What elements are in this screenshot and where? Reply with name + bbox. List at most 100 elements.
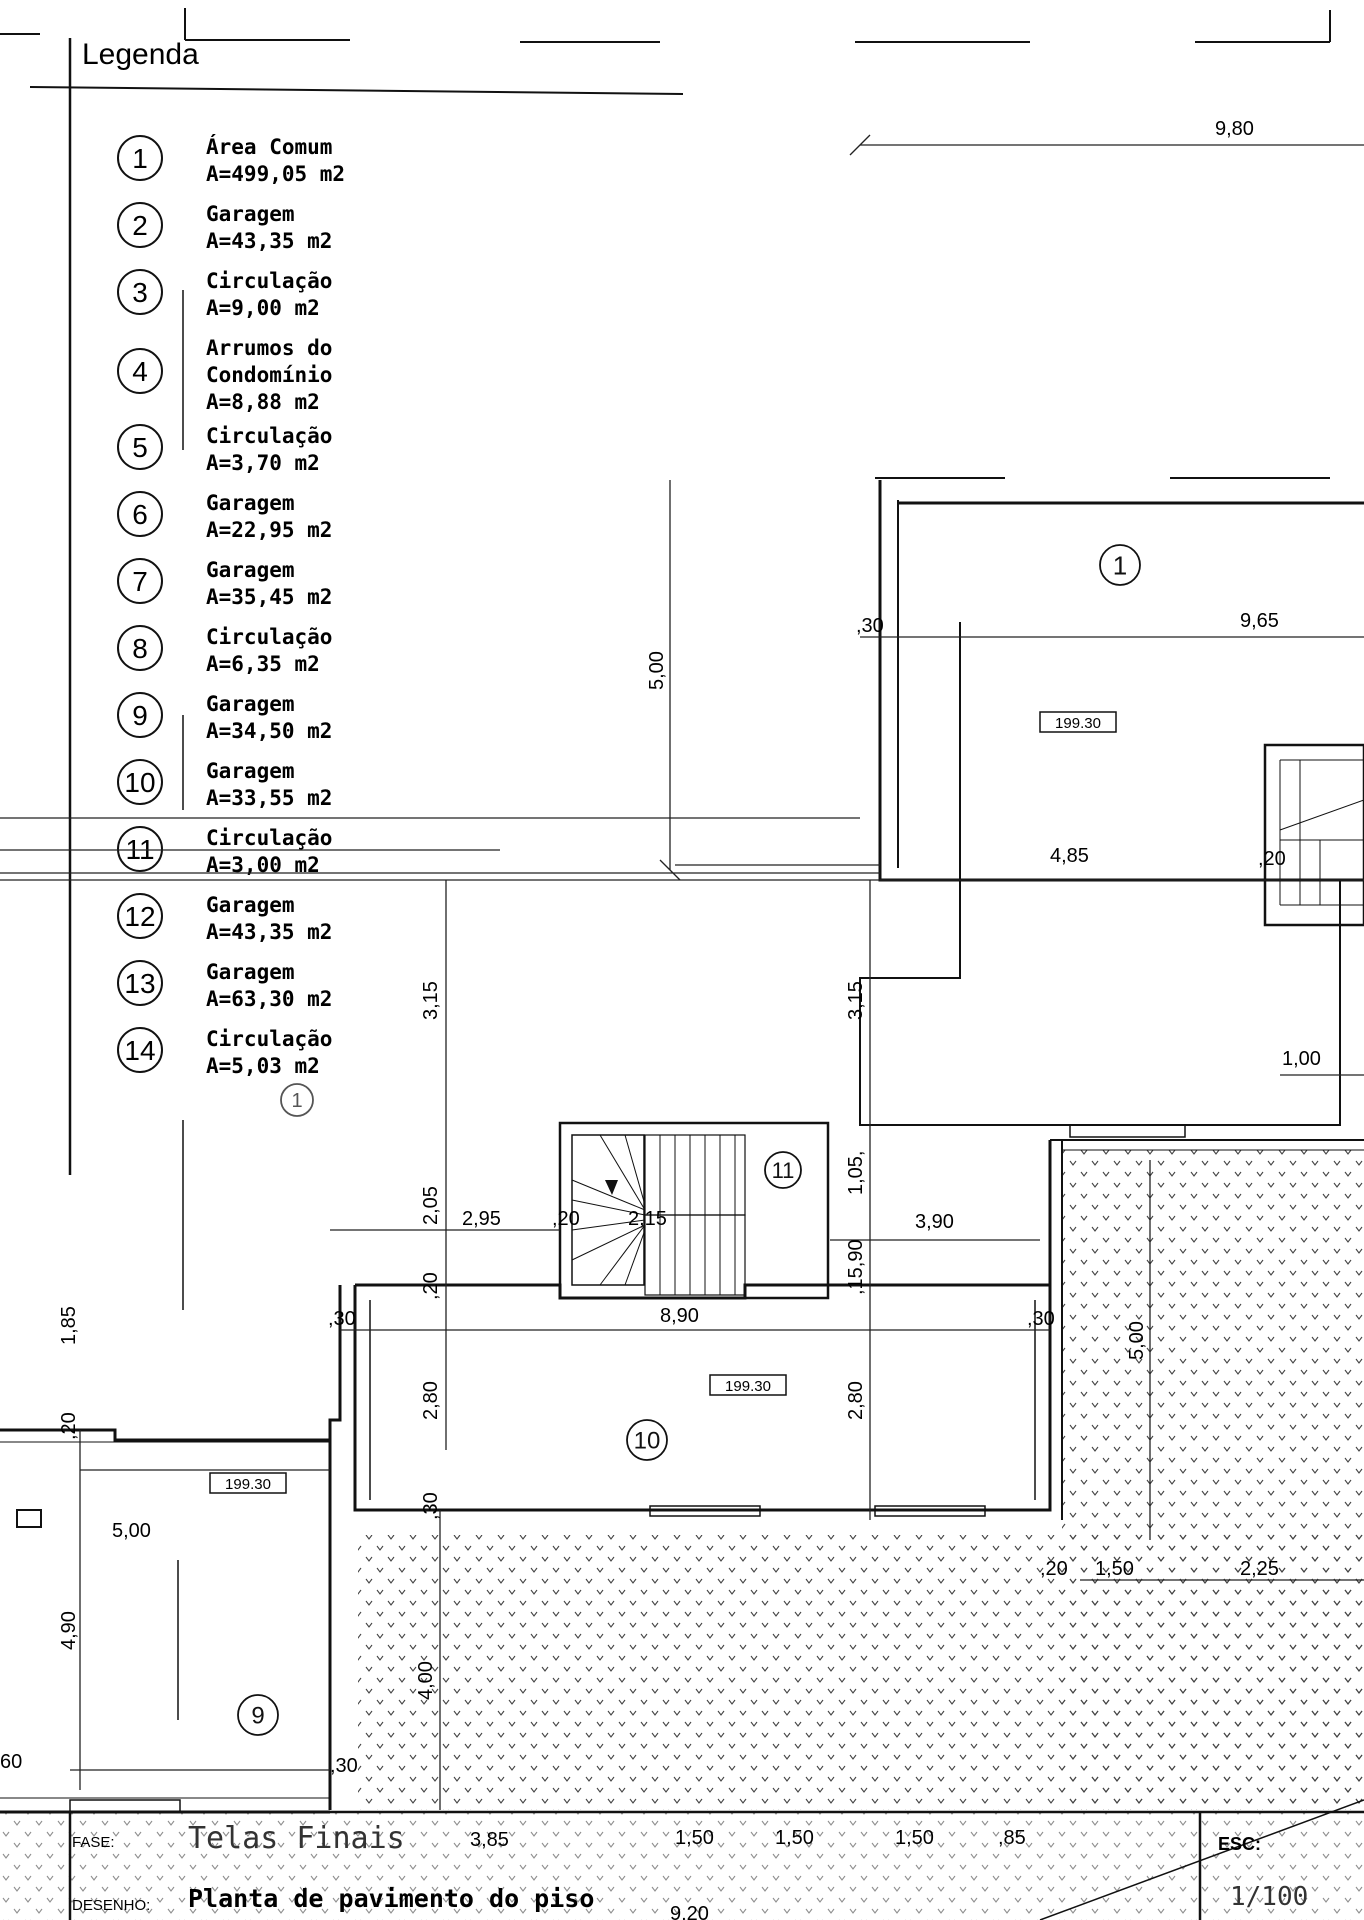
legend-name: Área Comum bbox=[206, 134, 332, 159]
legend-number-circle bbox=[117, 1027, 163, 1073]
legend-number: 7 bbox=[132, 566, 148, 597]
legend-title: Legenda bbox=[82, 38, 199, 71]
legend-name: Garagem bbox=[206, 893, 295, 917]
dimension-label: ,30 bbox=[856, 615, 884, 637]
legend-frame bbox=[29, 38, 684, 1310]
title-block: FASE: Telas Finais DESENHO: Planta de pa… bbox=[72, 1821, 1308, 1914]
level-tag-box bbox=[1039, 711, 1117, 733]
legend-number-circle bbox=[117, 135, 163, 181]
dimension-label: ,20 bbox=[552, 1208, 580, 1230]
dimension-label: ,15,90 bbox=[845, 1239, 867, 1295]
fase-label: FASE: bbox=[72, 1834, 115, 1851]
legend-number-circle bbox=[117, 269, 163, 315]
legend-area: A=35,45 m2 bbox=[206, 585, 332, 609]
legend-number: 2 bbox=[132, 210, 148, 241]
legend-name: Garagem bbox=[206, 960, 295, 984]
legend-number-circle bbox=[117, 625, 163, 671]
dimension-label: 3,85 bbox=[470, 1829, 509, 1851]
level-tag: 199.30 bbox=[1039, 711, 1117, 733]
dimension-label: 5,00 bbox=[112, 1520, 151, 1542]
level-tags: 199.30 199.30 199.30 bbox=[209, 711, 1117, 1494]
dimension-label: 2,15 bbox=[628, 1208, 667, 1230]
legend-number-circle bbox=[117, 491, 163, 537]
dimension-label: 2,25 bbox=[1240, 1558, 1279, 1580]
dimension-label: ,30 bbox=[1027, 1308, 1055, 1330]
legend-area: A=33,55 m2 bbox=[206, 786, 332, 810]
dimension-lines bbox=[0, 134, 1364, 1810]
legend-number: 10 bbox=[124, 767, 155, 798]
legend-name: Circulação bbox=[206, 625, 332, 649]
legend-number: 5 bbox=[132, 432, 148, 463]
dimension-label: 4,85 bbox=[1050, 845, 1089, 867]
level-tag-box bbox=[209, 1472, 287, 1494]
legend-number-circle bbox=[117, 348, 163, 394]
room-number-tag: 11 bbox=[764, 1151, 802, 1189]
legend-area: A=34,50 m2 bbox=[206, 719, 332, 743]
legend-name: Circulação bbox=[206, 269, 332, 293]
dimension-label: 9,65 bbox=[1240, 610, 1279, 632]
legend-name: Garagem bbox=[206, 202, 295, 226]
desenho-label: DESENHO: bbox=[72, 1897, 150, 1914]
room-number-tag: 1 bbox=[1099, 544, 1141, 586]
dimension-label: 5,00 bbox=[1126, 1321, 1148, 1360]
legend-name-line2: Condomínio bbox=[206, 363, 332, 387]
dimension-label: 2,05 bbox=[420, 1186, 442, 1225]
legend-area: A=8,88 m2 bbox=[206, 390, 320, 414]
room-number-circle bbox=[237, 1694, 279, 1736]
legend-number-circle bbox=[117, 558, 163, 604]
dimension-label: 9,80 bbox=[1215, 118, 1254, 140]
level-tag-value: 199.30 bbox=[225, 1476, 271, 1493]
legend-number: 4 bbox=[132, 356, 148, 387]
dimension-label: 4,90 bbox=[58, 1611, 80, 1650]
level-tag-value: 199.30 bbox=[1055, 715, 1101, 732]
room-number: 9 bbox=[251, 1703, 264, 1730]
top-border-lines bbox=[0, 8, 1331, 43]
legend-number: 13 bbox=[124, 968, 155, 999]
dimension-label: 3,15 bbox=[420, 981, 442, 1020]
legend-number-circle bbox=[117, 759, 163, 805]
legend-area: A=43,35 m2 bbox=[206, 920, 332, 944]
dimension-label: 9,20 bbox=[670, 1903, 709, 1920]
dimension-label: 4,00 bbox=[415, 1661, 437, 1700]
legend-number: 1 bbox=[132, 143, 148, 174]
legend-area: A=6,35 m2 bbox=[206, 652, 320, 676]
legend-area: A=499,05 m2 bbox=[206, 162, 345, 186]
dimension-label: 2,80 bbox=[845, 1381, 867, 1420]
legend-number-circle bbox=[117, 893, 163, 939]
dimension-label: ,20 bbox=[420, 1272, 442, 1300]
dimension-label: ,20 bbox=[1258, 848, 1286, 870]
legend-area: A=22,95 m2 bbox=[206, 518, 332, 542]
level-tag: 199.30 bbox=[709, 1374, 787, 1396]
dimension-label: 1,50 bbox=[895, 1827, 934, 1849]
room-number-tag: 1 bbox=[280, 1083, 314, 1117]
dimension-label: 3,90 bbox=[915, 1211, 954, 1233]
legend-number: 9 bbox=[132, 700, 148, 731]
room-number: 1 bbox=[291, 1090, 302, 1112]
legend-number-circle bbox=[117, 826, 163, 872]
ground-hatch bbox=[0, 1150, 1364, 1920]
dimension-label: ,20 bbox=[1040, 1558, 1068, 1580]
legend-area: A=3,70 m2 bbox=[206, 451, 320, 475]
legend-area: A=9,00 m2 bbox=[206, 296, 320, 320]
legend-number-circle bbox=[117, 692, 163, 738]
dimension-label: 2,80 bbox=[420, 1381, 442, 1420]
legend-number: 3 bbox=[132, 277, 148, 308]
dimension-label: ,30 bbox=[420, 1492, 442, 1520]
legend-name: Circulação bbox=[206, 1027, 332, 1051]
legend-name: Garagem bbox=[206, 491, 295, 515]
legend-name: Garagem bbox=[206, 759, 295, 783]
room-number: 1 bbox=[1113, 550, 1127, 580]
dimension-label: 1,05, bbox=[845, 1151, 867, 1195]
